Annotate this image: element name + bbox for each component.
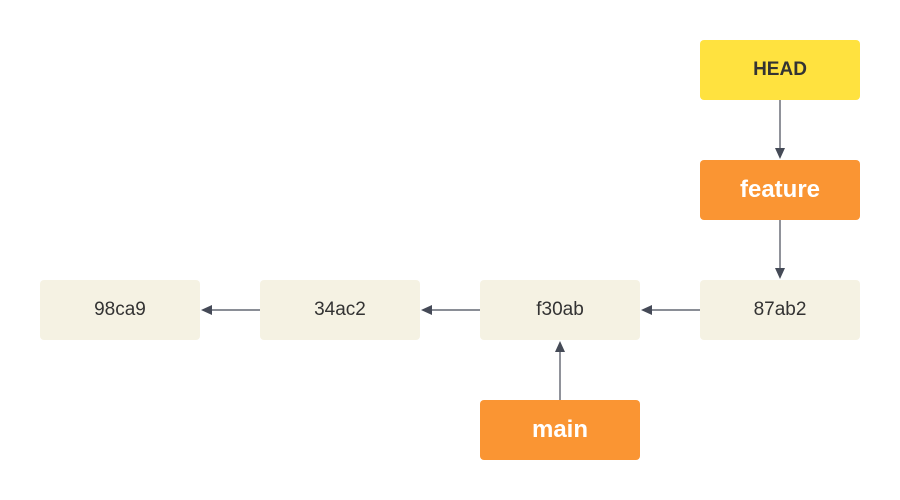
branch-feature: feature (700, 160, 860, 220)
commit-98ca9: 98ca9 (40, 280, 200, 340)
edge-head-to-feature (775, 100, 785, 159)
branch-feature-label: feature (739, 176, 821, 203)
branch-main-label: main (531, 416, 588, 443)
commit-hash: f30ab (536, 299, 584, 320)
edge-f30ab-to-34ac2 (421, 305, 480, 315)
edge-feature-to-87ab2 (775, 220, 785, 279)
branch-main: main (480, 400, 640, 460)
commit-hash: 87ab2 (753, 299, 807, 320)
commit-34ac2: 34ac2 (260, 280, 420, 340)
commit-f30ab: f30ab (480, 280, 640, 340)
head-label: HEAD (753, 59, 807, 80)
commit-hash: 34ac2 (314, 299, 366, 320)
edge-main-to-f30ab (555, 341, 565, 400)
commit-87ab2: 87ab2 (700, 280, 860, 340)
head-pointer: HEAD (700, 40, 860, 100)
edge-34ac2-to-98ca9 (201, 305, 260, 315)
edge-87ab2-to-f30ab (641, 305, 700, 315)
commit-hash: 98ca9 (94, 299, 146, 320)
